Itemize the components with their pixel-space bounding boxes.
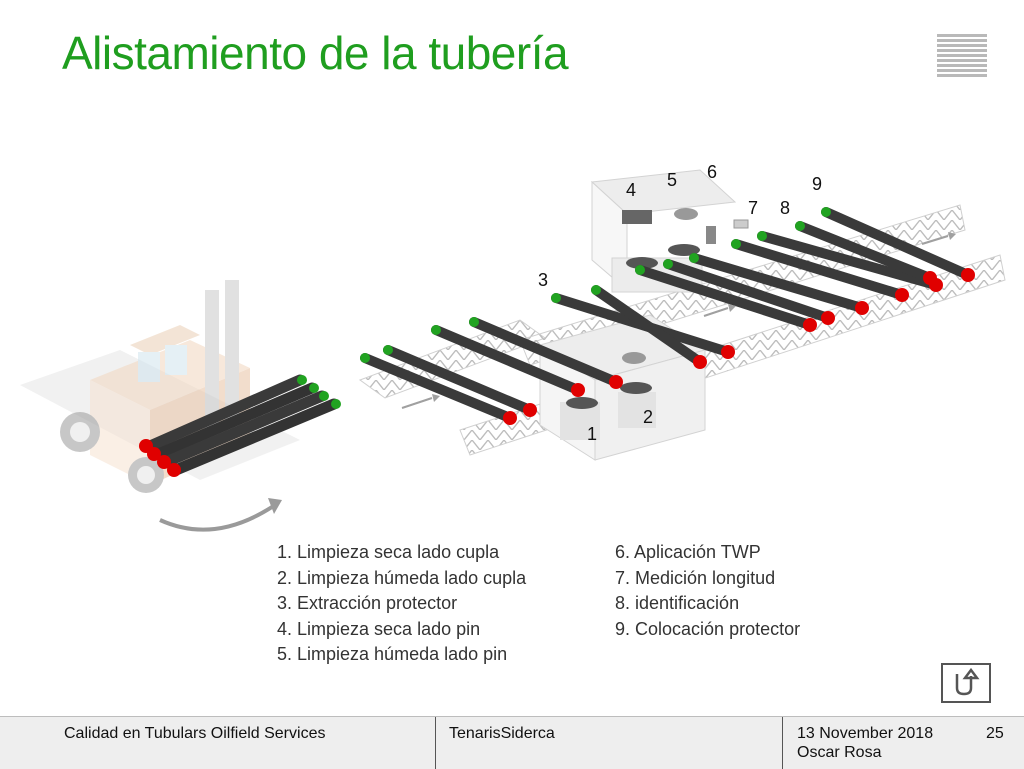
footer-author: Oscar Rosa	[797, 744, 882, 761]
step-label-5: 5	[667, 170, 678, 190]
pipe-end-red	[895, 288, 909, 302]
pipe-end-green	[591, 285, 601, 295]
step-label-7: 7	[748, 198, 759, 218]
pipe-end-red	[961, 268, 975, 282]
legend-right-column: 6. Aplicación TWP 7. Medición longitud 8…	[615, 540, 800, 642]
return-arrow-icon	[955, 668, 980, 696]
rotation-arrow	[159, 503, 277, 532]
pipe-end-green	[663, 259, 673, 269]
conveyor-pipe	[635, 265, 815, 330]
step-label-8: 8	[780, 198, 791, 218]
footer-divider	[435, 717, 436, 769]
return-button[interactable]	[941, 663, 991, 703]
step-label-2: 2	[643, 407, 654, 427]
pipe-end-green	[757, 231, 767, 241]
conveyor-pipe	[821, 207, 973, 280]
pipe-end-green	[431, 325, 441, 335]
conveyor-pipe	[431, 325, 583, 395]
footer-divider	[782, 717, 783, 769]
legend-left-column: 1. Limpieza seca lado cupla 2. Limpieza …	[277, 540, 526, 668]
slide-title: Alistamiento de la tubería	[62, 27, 569, 79]
pipe-end-green	[731, 239, 741, 249]
pipe-end-red	[523, 403, 537, 417]
footer-date-author: 13 November 2018 Oscar Rosa	[797, 724, 933, 762]
legend-item: 4. Limpieza seca lado pin	[277, 618, 481, 639]
pipe-end-green	[383, 345, 393, 355]
pipe-end-green	[795, 221, 805, 231]
flow-arrows	[401, 232, 956, 409]
legend-item: 6. Aplicación TWP	[615, 542, 761, 562]
conveyor-pipe	[591, 285, 705, 367]
conveyor-pipe	[795, 221, 935, 283]
footer-date: 13 November 2018	[797, 725, 934, 742]
conveyor-pipe	[663, 259, 833, 323]
pipe-end-red	[721, 345, 735, 359]
step-label-9: 9	[812, 174, 823, 194]
conveyor-pipe	[731, 239, 907, 300]
menu-lines-icon[interactable]	[937, 34, 987, 80]
legend-item: 5. Limpieza húmeda lado pin	[277, 644, 508, 664]
pipe-end-red	[693, 355, 707, 369]
conveyor-pipe	[757, 231, 941, 290]
pipe-end-green	[551, 293, 561, 303]
step-label-1: 1	[587, 424, 598, 444]
pipe-end-red	[571, 383, 585, 397]
pipe-end-red	[821, 311, 835, 325]
pipe-end-green	[635, 265, 645, 275]
step-label-3: 3	[538, 270, 549, 290]
pipe-preparation-illustration	[20, 169, 1006, 532]
station-pin-side	[590, 169, 749, 293]
pipe-end-green	[360, 353, 370, 363]
pipe-end-green	[689, 253, 699, 263]
legend-item: 9. Colocación protector	[615, 618, 801, 639]
step-label-6: 6	[707, 162, 718, 182]
footer-company: TenarisSiderca	[449, 725, 555, 742]
conveyor-pipe	[383, 345, 535, 415]
conveyor-pipe	[360, 353, 515, 423]
conveyor-pipe	[469, 317, 621, 387]
pipe-end-red	[923, 271, 937, 285]
legend-item: 2. Limpieza húmeda lado cupla	[277, 567, 527, 588]
pipe-end-red	[855, 301, 869, 315]
slide-footer: Calidad en Tubulars Oilfield Services Te…	[0, 716, 1024, 769]
pipe-end-green	[469, 317, 479, 327]
footer-page-number: 25	[986, 725, 1004, 742]
forklift-pipe-bundle	[139, 374, 341, 477]
legend-item: 8. identificación	[615, 593, 740, 613]
pipe-end-red	[503, 411, 517, 425]
pipe-end-green	[821, 207, 831, 217]
step-label-4: 4	[626, 180, 637, 200]
legend-item: 7. Medición longitud	[615, 567, 776, 588]
legend-item: 1. Limpieza seca lado cupla	[277, 542, 500, 562]
conveyor-pipes	[360, 207, 975, 425]
pipe-end-red	[803, 318, 817, 332]
legend-item: 3. Extracción protector	[277, 593, 458, 613]
pipe-end-red	[609, 375, 623, 389]
conveyor-pipe	[689, 253, 867, 313]
footer-organization: Calidad en Tubulars Oilfield Services	[64, 725, 326, 742]
